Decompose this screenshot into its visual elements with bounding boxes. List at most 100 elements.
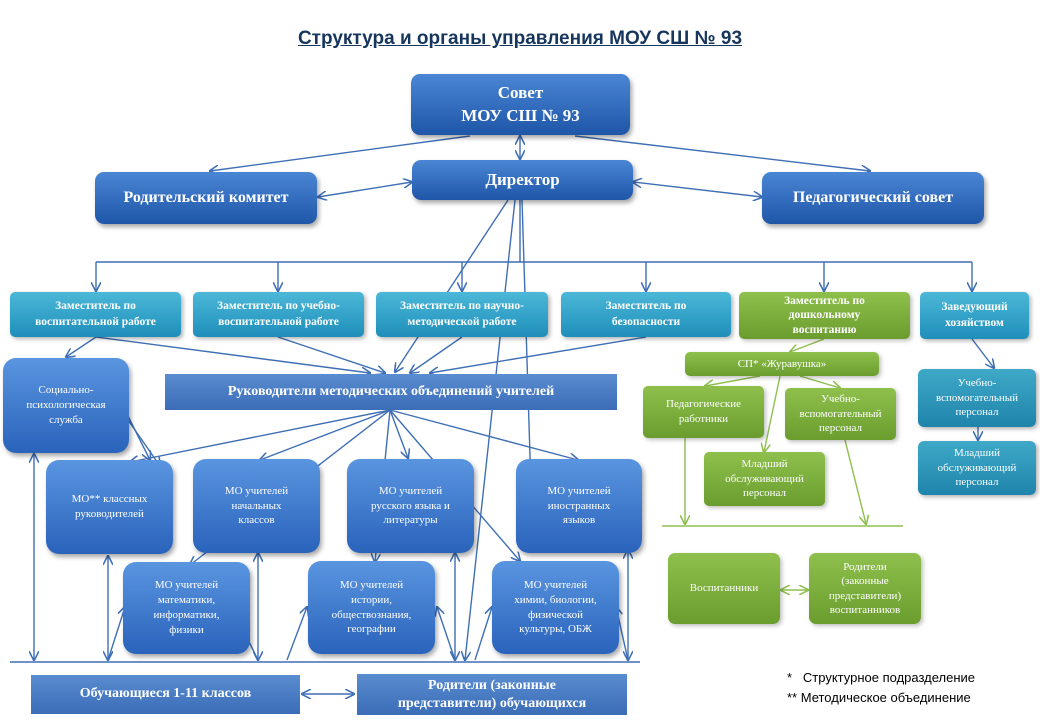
council-line-1: Совет: [497, 82, 544, 102]
parents-line-2: представители) обучающихся: [397, 695, 587, 711]
mo-foreign-line-2: иностранных: [547, 499, 611, 512]
preschool-ped-workers-line-2: работники: [678, 413, 729, 425]
director-box: Директор: [412, 160, 633, 200]
mo-russian-line-2: русского языка и: [371, 499, 450, 512]
mo-primary-box: МО учителей начальных классов: [193, 459, 320, 553]
mo-history-box: МО учителей истории, обществознания, геогра…: [308, 561, 435, 654]
footnote-methodical-association: ** Методическое объединение: [787, 690, 971, 705]
diagram-title: Структура и органы управления МОУ СШ № 9…: [297, 28, 743, 49]
mo-history-line-3: обществознания,: [331, 608, 412, 621]
deputy-education-box: Заместитель по учебно-воспитательной раб…: [193, 292, 364, 337]
deputy-preschool-line-2: дошкольному: [788, 309, 861, 322]
household-aux-line-3: персонал: [955, 406, 999, 419]
parent-committee-box: Родительский комитет: [95, 172, 317, 224]
deputy-upbringing-line-1: Заместитель по: [55, 299, 136, 312]
mo-foreign-box: МО учителей иностранных языков: [516, 459, 642, 553]
preschool-parents-line-1: Родители: [843, 560, 887, 573]
mo-primary-line-1: МО учителей: [224, 484, 289, 497]
deputy-education-line-1: Заместитель по учебно-: [217, 299, 340, 312]
students-label: Обучающиеся 1-11 классов: [79, 686, 252, 702]
preschool-aux-line-2: вспомогательный: [799, 407, 882, 420]
pedagogical-council-box: Педагогический совет: [762, 172, 984, 224]
mo-history-line-1: МО учителей: [339, 578, 404, 591]
preschool-junior-line-2: обслуживающий: [725, 472, 804, 485]
mo-science-line-1: МО учителей: [523, 578, 588, 591]
mo-math-line-4: физики: [169, 623, 204, 636]
household-junior-staff-box: Младший обслуживающий персонал: [918, 441, 1036, 495]
household-aux-staff-box: Учебно-вспомогательный персонал: [918, 369, 1036, 427]
household-manager-box: Заведующий хозяйством: [920, 292, 1029, 339]
mo-primary-line-3: классов: [238, 514, 275, 527]
social-line-1: Социально-: [38, 384, 94, 397]
deputy-safety-box: Заместитель по безопасности: [561, 292, 731, 337]
deputy-safety-line-1: Заместитель по: [605, 299, 687, 312]
preschool-pupils-label: Воспитанники: [689, 582, 759, 595]
parents-line-1: Родители (законные: [428, 678, 556, 693]
social-line-3: служба: [49, 413, 83, 426]
social-line-2: психологическая: [26, 399, 106, 412]
mo-russian-line-1: МО учителей: [378, 484, 443, 497]
mo-class-teachers-line-1: МО** классных: [71, 493, 148, 506]
preschool-junior-staff-box: Младший обслуживающий персонал: [704, 452, 825, 506]
household-manager-line-2: хозяйством: [945, 316, 1004, 329]
footnote-structural-unit: * Структурное подразделение: [787, 670, 976, 685]
parent-committee-label: Родительский комитет: [123, 189, 289, 207]
footnotes: * Структурное подразделение ** Методичес…: [787, 668, 975, 708]
mo-math-line-1: МО учителей: [154, 579, 219, 592]
preschool-parents-line-3: представители): [828, 589, 902, 602]
mo-heads-label: Руководители методических объединений уч…: [227, 383, 555, 399]
preschool-parents-line-4: воспитанников: [829, 603, 901, 616]
mo-heads-box: Руководители методических объединений уч…: [165, 374, 617, 410]
household-manager-line-1: Заведующий: [941, 300, 1008, 313]
mo-science-line-4: культуры, ОБЖ: [519, 623, 592, 636]
mo-math-box: МО учителей математики, информатики, физики: [123, 562, 250, 654]
deputy-methodology-box: Заместитель по научно-методической работ…: [376, 292, 548, 337]
household-aux-line-2: вспомогательный: [935, 391, 1019, 404]
household-junior-line-3: персонал: [955, 476, 999, 489]
preschool-unit-box: СП* «Журавушка»: [685, 352, 879, 376]
preschool-aux-staff-box: Учебно-вспомогательный персонал: [785, 388, 896, 440]
deputy-preschool-line-1: Заместитель по: [784, 294, 865, 307]
mo-russian-box: МО учителей русского языка и литературы: [347, 459, 474, 553]
deputy-education-line-2: воспитательной работе: [218, 315, 339, 328]
mo-math-line-2: математики,: [157, 594, 216, 607]
deputy-upbringing-box: Заместитель по воспитательной работе: [10, 292, 181, 337]
council-line-2: МОУ СШ № 93: [461, 105, 580, 125]
students-box: Обучающиеся 1-11 классов: [31, 675, 300, 714]
preschool-aux-line-3: персонал: [818, 422, 862, 435]
preschool-ped-workers-box: Педагогические работники: [643, 386, 764, 438]
preschool-aux-line-1: Учебно-: [821, 392, 860, 405]
mo-science-box: МО учителей химии, биологии, физической кул…: [492, 561, 619, 654]
mo-foreign-line-3: языков: [562, 514, 596, 527]
mo-history-line-2: истории,: [351, 593, 392, 606]
household-junior-line-2: обслуживающий: [937, 461, 1017, 474]
parents-box: Родители (законные представители) обучающ…: [357, 674, 627, 715]
mo-science-line-3: физической: [527, 608, 583, 621]
mo-history-line-4: географии: [347, 623, 396, 636]
deputy-methodology-line-2: методической работе: [407, 315, 517, 328]
preschool-unit-label: СП* «Журавушка»: [737, 357, 827, 370]
preschool-junior-line-1: Младший: [741, 457, 788, 470]
household-aux-line-1: Учебно-: [957, 376, 997, 389]
preschool-junior-line-3: персонал: [742, 487, 786, 500]
mo-math-line-3: информатики,: [153, 609, 220, 621]
deputy-upbringing-line-2: воспитательной работе: [35, 315, 156, 328]
mo-science-line-2: химии, биологии,: [514, 593, 597, 606]
mo-class-teachers-box: МО** классных руководителей: [46, 460, 173, 554]
deputy-methodology-line-1: Заместитель по научно-: [400, 299, 524, 312]
preschool-pupils-box: Воспитанники: [668, 553, 780, 624]
deputy-preschool-line-3: воспитанию: [792, 323, 857, 336]
deputy-safety-line-2: безопасности: [611, 315, 681, 328]
mo-class-teachers-line-2: руководителей: [75, 508, 144, 520]
director-label: Директор: [485, 169, 560, 189]
mo-foreign-line-1: МО учителей: [547, 484, 611, 497]
pedagogical-council-label: Педагогический совет: [792, 189, 954, 207]
mo-primary-line-2: начальных: [231, 499, 282, 512]
preschool-ped-workers-line-1: Педагогические: [666, 398, 741, 411]
mo-russian-line-3: литературы: [383, 514, 438, 527]
household-junior-line-1: Младший: [953, 446, 1000, 459]
